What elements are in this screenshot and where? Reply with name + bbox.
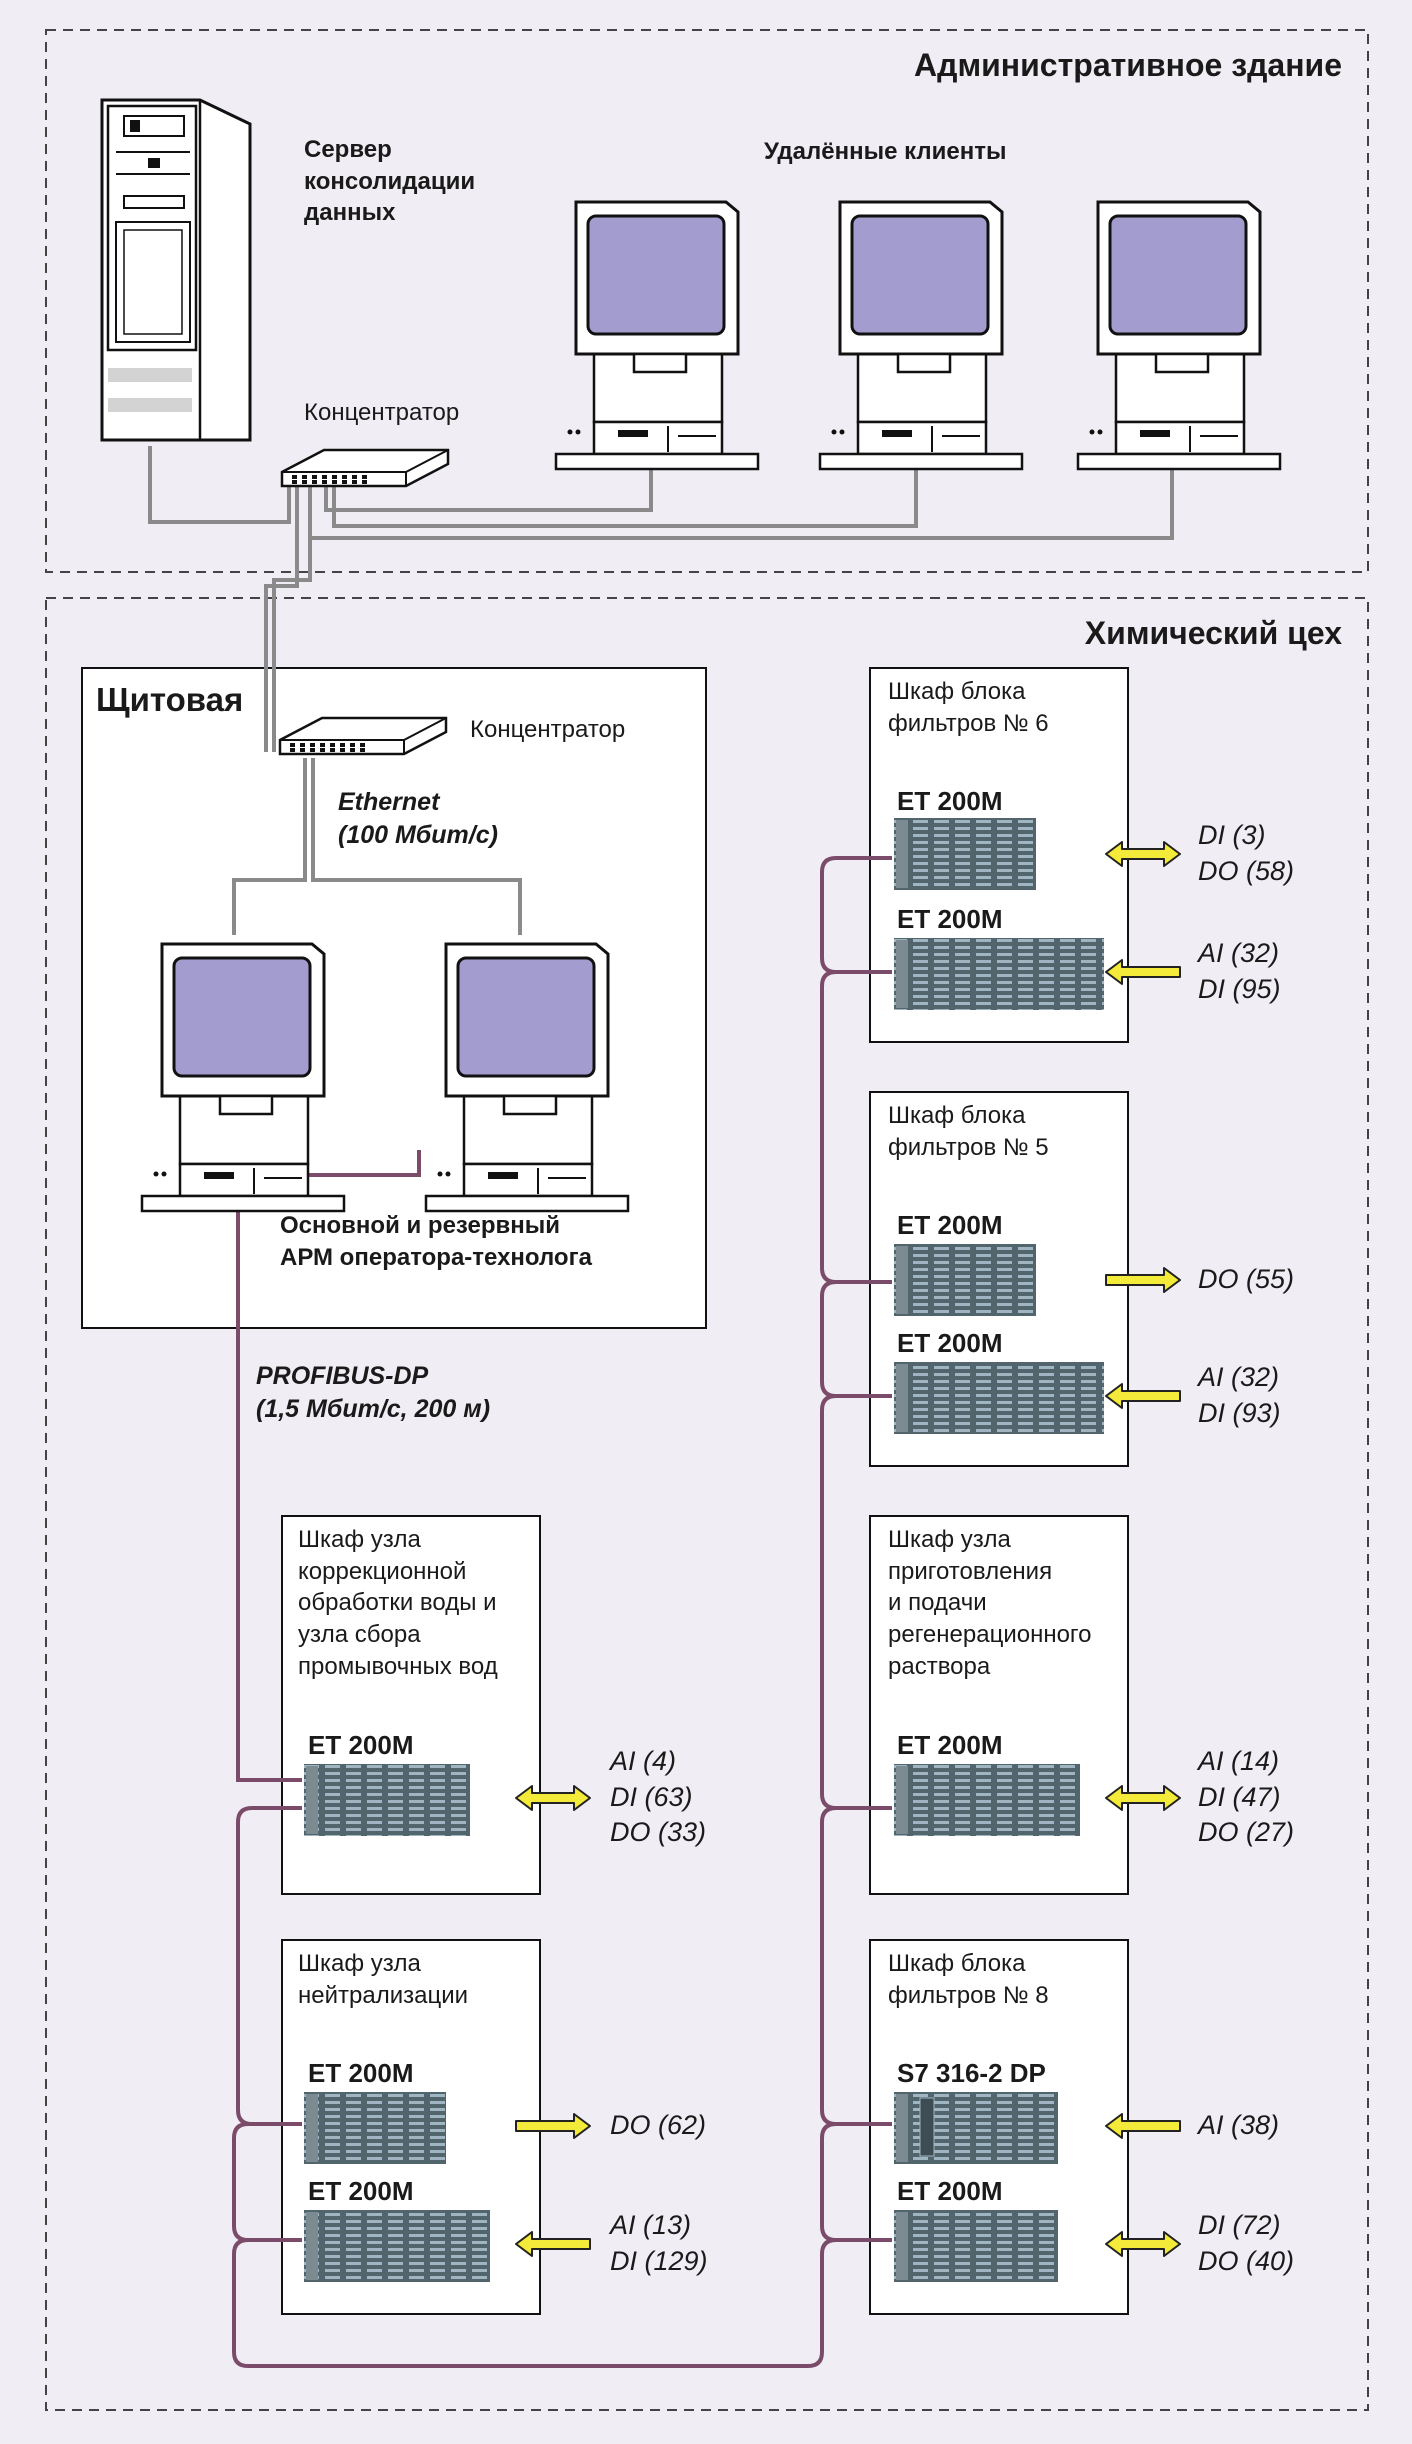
module-label-f5-1: ET 200M — [897, 1210, 1003, 1240]
io-arrow-f5-1 — [1105, 1267, 1181, 1293]
chemical-shop-zone — [45, 597, 1369, 2411]
io-label-neutr-2: AI (13) DI (129) — [610, 2210, 708, 2276]
et200m-f6-2 — [894, 938, 1104, 1010]
io-arrow-f6-1 — [1105, 841, 1181, 867]
io-label-f8-2: DI (72) DO (40) — [1198, 2210, 1295, 2276]
et200m-f8-2 — [894, 2210, 1058, 2282]
et200m-water-1 — [304, 1764, 470, 1836]
ethernet-label: Ethernet (100 Мбит/с) — [338, 788, 498, 849]
s7-316-2dp-f8-1 — [894, 2092, 1058, 2164]
io-label-f6-1: DI (3) DO (58) — [1198, 820, 1295, 886]
et200m-regen-1 — [894, 1764, 1080, 1836]
module-label-neutr-1: ET 200M — [308, 2058, 414, 2088]
admin-hub-label: Концентратор — [304, 399, 460, 426]
remote-client-3-icon — [1076, 200, 1282, 471]
module-label-f5-2: ET 200M — [897, 1328, 1003, 1358]
module-label-water-1: ET 200M — [308, 1730, 414, 1760]
ethernet-lines — [148, 423, 1174, 935]
cabinet-water-title: Шкаф узла коррекционной обработки воды и… — [298, 1526, 498, 1680]
et200m-f6-1 — [894, 818, 1036, 890]
io-label-f6-2: AI (32) DI (95) — [1198, 938, 1281, 1004]
cabinet-filters-8-title: Шкаф блока фильтров № 8 — [888, 1950, 1049, 2009]
et200m-neutr-2 — [304, 2210, 490, 2282]
admin-building-zone — [45, 29, 1369, 573]
profibus-label: PROFIBUS-DP (1,5 Мбит/с, 200 м) — [256, 1362, 491, 1423]
et200m-neutr-1 — [304, 2092, 446, 2164]
io-arrow-neutr-2 — [515, 2231, 591, 2257]
admin-zone-title: Административное здание — [914, 47, 1342, 83]
cabinet-regen-title: Шкаф узла приготовления и подачи регенер… — [888, 1526, 1092, 1680]
module-label-regen-1: ET 200M — [897, 1730, 1003, 1760]
remote-client-2-icon — [818, 200, 1024, 471]
et200m-f5-1 — [894, 1244, 1036, 1316]
io-label-f5-2: AI (32) DI (93) — [1198, 1362, 1281, 1428]
server-icon — [100, 98, 252, 442]
io-label-regen-1: AI (14) DI (47) DO (27) — [1198, 1746, 1295, 1848]
io-arrow-water-1 — [515, 1785, 591, 1811]
io-label-f5-1: DO (55) — [1198, 1264, 1295, 1294]
cabinet-neutralization-title: Шкаф узла нейтрализации — [298, 1950, 469, 2009]
et200m-f5-2 — [894, 1362, 1104, 1434]
io-label-f8-1: AI (38) — [1198, 2110, 1280, 2140]
io-label-water-1: AI (4) DI (63) DO (33) — [610, 1746, 707, 1848]
module-label-neutr-2: ET 200M — [308, 2176, 414, 2206]
io-arrow-regen-1 — [1105, 1785, 1181, 1811]
cabinet-filters-6-title: Шкаф блока фильтров № 6 — [888, 678, 1049, 737]
chem-zone-title: Химический цех — [1084, 615, 1342, 651]
module-label-f6-1: ET 200M — [897, 786, 1003, 816]
io-arrow-f6-2 — [1105, 959, 1181, 985]
remote-clients-label: Удалённые клиенты — [764, 138, 1007, 165]
control-room-title: Щитовая — [96, 681, 244, 718]
io-arrow-neutr-1 — [515, 2113, 591, 2139]
profibus-lines — [232, 856, 892, 2368]
admin-hub-icon — [280, 448, 450, 488]
module-label-f6-2: ET 200M — [897, 904, 1003, 934]
io-arrow-f8-2 — [1105, 2231, 1181, 2257]
io-arrow-f5-2 — [1105, 1383, 1181, 1409]
operator-stations-label: Основной и резервный АРМ оператора-техно… — [280, 1212, 592, 1271]
control-room-hub-label: Концентратор — [470, 716, 626, 743]
module-label-f8-2: ET 200M — [897, 2176, 1003, 2206]
module-label-f8-1: S7 316-2 DP — [897, 2058, 1046, 2088]
io-arrow-f8-1 — [1105, 2113, 1181, 2139]
server-label: Сервер консолидации данных — [304, 136, 476, 227]
io-label-neutr-1: DO (62) — [610, 2110, 707, 2140]
cabinet-filters-5-title: Шкаф блока фильтров № 5 — [888, 1102, 1049, 1161]
remote-client-1-icon — [554, 200, 760, 471]
